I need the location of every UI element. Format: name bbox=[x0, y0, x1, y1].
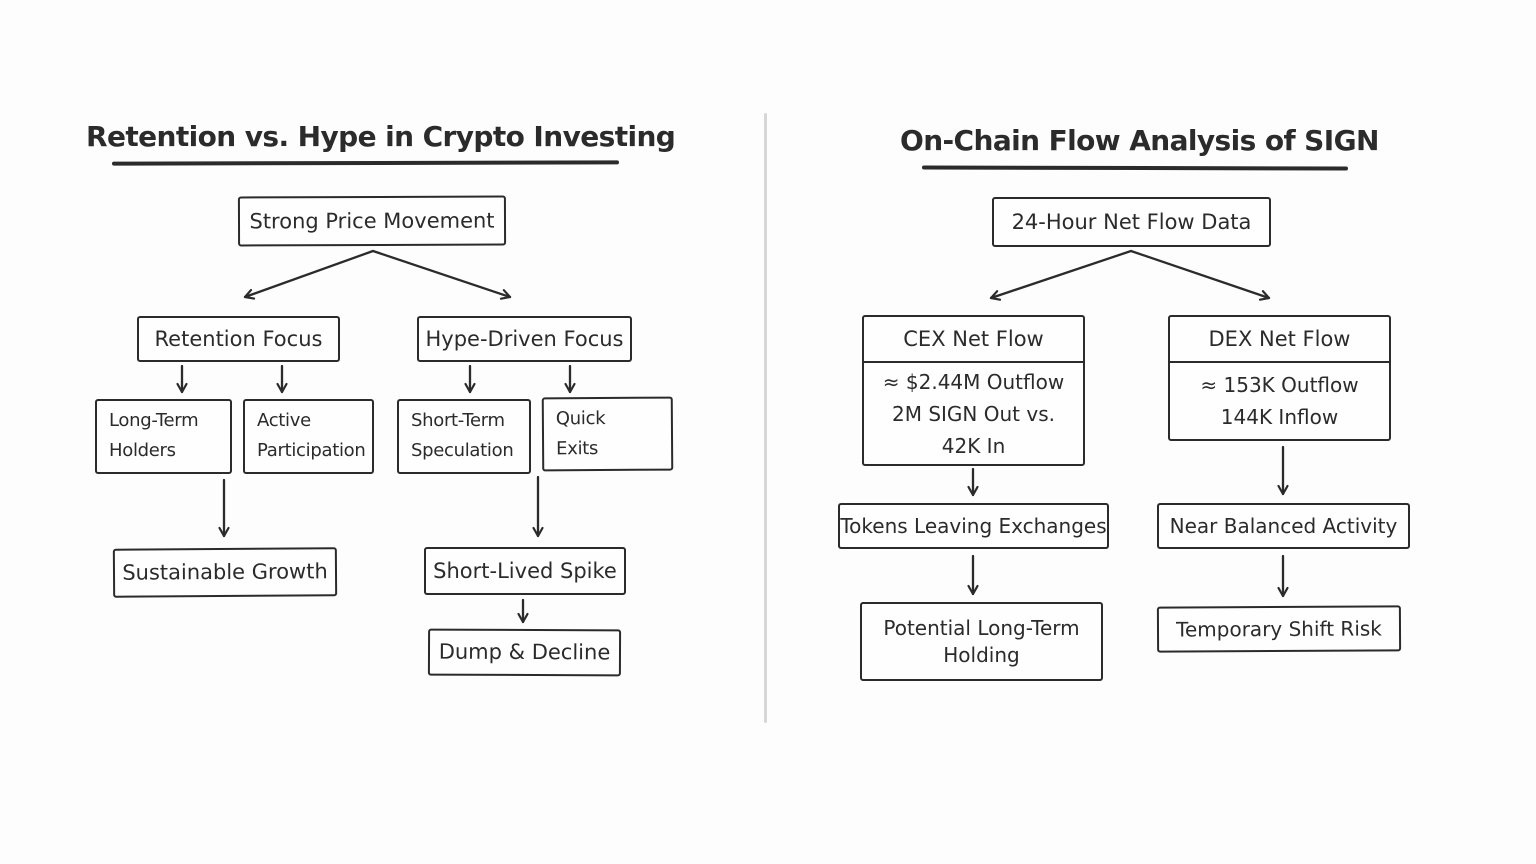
node-tokens-leaving-exchanges: Tokens Leaving Exchanges bbox=[838, 503, 1109, 549]
node-potential-long-term-holding-label: Potential Long-Term Holding bbox=[883, 615, 1080, 667]
node-long-term-holders: Long-Term Holders bbox=[95, 399, 232, 474]
dex-net-flow-body: ≈ 153K Outflow 144K Inflow bbox=[1170, 363, 1389, 439]
node-potential-long-term-holding: Potential Long-Term Holding bbox=[860, 602, 1103, 681]
node-sustainable-growth-label: Sustainable Growth bbox=[122, 559, 328, 586]
node-dump-decline: Dump & Decline bbox=[427, 628, 622, 677]
node-near-balanced-activity-label: Near Balanced Activity bbox=[1169, 513, 1398, 538]
node-cex-net-flow: CEX Net Flow ≈ $2.44M Outflow 2M SIGN Ou… bbox=[862, 315, 1085, 466]
node-strong-price-movement: Strong Price Movement bbox=[237, 195, 507, 247]
node-24h-net-flow-data-label: 24-Hour Net Flow Data bbox=[1011, 209, 1252, 234]
node-short-term-speculation: Short-Term Speculation bbox=[397, 399, 531, 474]
node-active-participation: Active Participation bbox=[243, 399, 374, 474]
node-temporary-shift-risk-label: Temporary Shift Risk bbox=[1176, 615, 1382, 642]
node-near-balanced-activity: Near Balanced Activity bbox=[1157, 503, 1410, 549]
node-dex-net-flow: DEX Net Flow ≈ 153K Outflow 144K Inflow bbox=[1168, 315, 1391, 441]
arrow-root-to-cex bbox=[989, 249, 1133, 301]
right-title-underline bbox=[921, 165, 1349, 171]
left-diagram-title: Retention vs. Hype in Crypto Investing bbox=[86, 120, 676, 153]
node-hype-driven-focus-label: Hype-Driven Focus bbox=[425, 326, 624, 351]
cex-net-flow-header: CEX Net Flow bbox=[864, 317, 1083, 363]
left-title-underline bbox=[111, 160, 620, 166]
node-strong-price-movement-label: Strong Price Movement bbox=[249, 208, 495, 234]
node-long-term-holders-label: Long-Term Holders bbox=[109, 410, 199, 461]
cex-outflow-value: ≈ $2.44M Outflow bbox=[882, 369, 1065, 394]
right-diagram-title: On-Chain Flow Analysis of SIGN bbox=[900, 124, 1379, 157]
cex-in-value: 42K In bbox=[941, 433, 1006, 458]
arrow-root-to-dex bbox=[1129, 249, 1271, 301]
node-short-lived-spike-label: Short-Lived Spike bbox=[433, 558, 617, 583]
node-quick-exits: Quick Exits bbox=[541, 396, 674, 472]
node-retention-focus-label: Retention Focus bbox=[154, 326, 323, 351]
section-divider-line bbox=[764, 113, 767, 723]
node-retention-focus: Retention Focus bbox=[137, 316, 340, 362]
node-sustainable-growth: Sustainable Growth bbox=[112, 547, 338, 598]
node-dump-decline-label: Dump & Decline bbox=[438, 639, 611, 665]
node-short-term-speculation-label: Short-Term Speculation bbox=[411, 410, 514, 461]
arrow-root-to-retention bbox=[243, 249, 375, 300]
node-hype-driven-focus: Hype-Driven Focus bbox=[417, 316, 632, 362]
node-24h-net-flow-data: 24-Hour Net Flow Data bbox=[992, 197, 1271, 247]
node-quick-exits-label: Quick Exits bbox=[555, 408, 606, 460]
dex-net-flow-header: DEX Net Flow bbox=[1170, 317, 1389, 363]
node-active-participation-label: Active Participation bbox=[257, 410, 366, 461]
node-short-lived-spike: Short-Lived Spike bbox=[424, 547, 626, 595]
dex-outflow-value: ≈ 153K Outflow bbox=[1200, 373, 1359, 397]
node-tokens-leaving-exchanges-label: Tokens Leaving Exchanges bbox=[840, 513, 1107, 538]
node-temporary-shift-risk: Temporary Shift Risk bbox=[1156, 605, 1402, 653]
dex-inflow-value: 144K Inflow bbox=[1220, 405, 1339, 429]
arrow-root-to-hype bbox=[371, 249, 512, 300]
cex-out-vs-value: 2M SIGN Out vs. bbox=[892, 401, 1055, 426]
cex-net-flow-body: ≈ $2.44M Outflow 2M SIGN Out vs. 42K In bbox=[864, 363, 1083, 464]
